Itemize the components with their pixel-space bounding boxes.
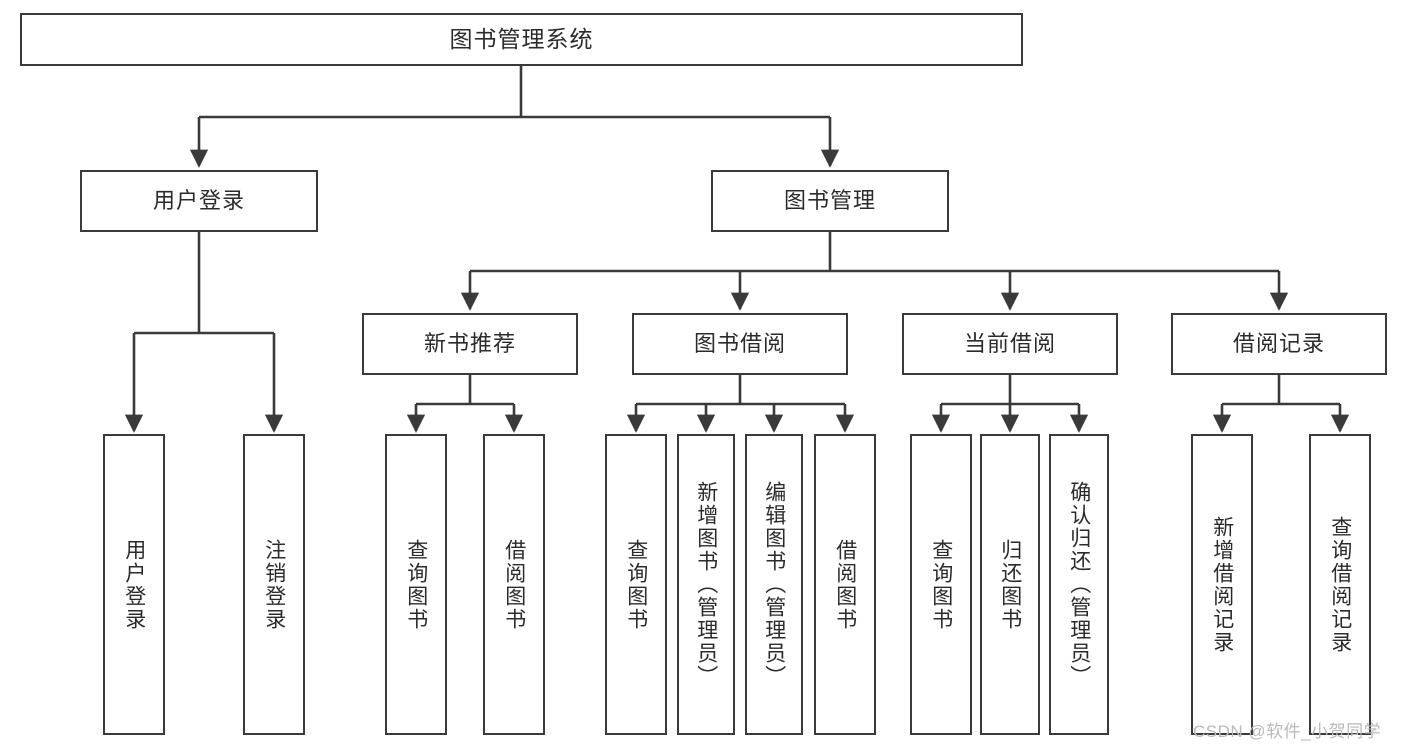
node-book-management[interactable]: 图书管理 xyxy=(711,170,949,232)
node-label: 新增借阅记录 xyxy=(1210,515,1234,654)
node-label: 借阅图书 xyxy=(833,538,857,631)
leaf-borrow-record-query-record[interactable]: 查询借阅记录 xyxy=(1309,434,1371,735)
node-label: 编辑图书（管理员） xyxy=(762,481,786,688)
node-root-book-management-system[interactable]: 图书管理系统 xyxy=(20,13,1023,66)
leaf-book-borrow-edit-book[interactable]: 编辑图书（管理员） xyxy=(745,434,803,735)
leaf-user-login-logout[interactable]: 注销登录 xyxy=(243,434,305,735)
node-borrow-record[interactable]: 借阅记录 xyxy=(1171,313,1387,375)
node-user-login[interactable]: 用户登录 xyxy=(80,170,318,232)
node-label: 用户登录 xyxy=(152,188,245,214)
leaf-book-borrow-query-book[interactable]: 查询图书 xyxy=(605,434,667,735)
node-new-book-recommend[interactable]: 新书推荐 xyxy=(362,313,578,375)
node-label: 查询借阅记录 xyxy=(1328,515,1352,654)
node-label: 查询图书 xyxy=(624,538,648,631)
leaf-new-book-borrow-book[interactable]: 借阅图书 xyxy=(483,434,545,735)
leaf-current-borrow-confirm-return[interactable]: 确认归还（管理员） xyxy=(1049,434,1109,735)
node-label: 查询图书 xyxy=(929,538,953,631)
leaf-current-borrow-return-book[interactable]: 归还图书 xyxy=(980,434,1040,735)
node-label: 图书借阅 xyxy=(693,331,786,357)
node-label: 当前借阅 xyxy=(963,331,1056,357)
csdn-watermark: CSDN @软件_小贺同学 xyxy=(1193,722,1382,741)
node-book-borrow[interactable]: 图书借阅 xyxy=(632,313,848,375)
node-label: 新增图书（管理员） xyxy=(694,481,718,688)
node-label: 归还图书 xyxy=(998,538,1022,631)
node-label: 用户登录 xyxy=(122,538,146,631)
node-label: 确认归还（管理员） xyxy=(1067,481,1091,688)
leaf-new-book-query-book[interactable]: 查询图书 xyxy=(385,434,447,735)
leaf-user-login-login[interactable]: 用户登录 xyxy=(103,434,165,735)
node-label: 借阅记录 xyxy=(1232,331,1325,357)
node-label: 注销登录 xyxy=(262,538,286,631)
leaf-current-borrow-query-book[interactable]: 查询图书 xyxy=(910,434,972,735)
node-label: 查询图书 xyxy=(404,538,428,631)
node-label: 新书推荐 xyxy=(423,331,516,357)
leaf-book-borrow-borrow-book[interactable]: 借阅图书 xyxy=(814,434,876,735)
node-current-borrow[interactable]: 当前借阅 xyxy=(902,313,1118,375)
node-label: 图书管理系统 xyxy=(449,25,594,52)
node-label: 借阅图书 xyxy=(502,538,526,631)
node-label: 图书管理 xyxy=(783,188,876,214)
leaf-borrow-record-add-record[interactable]: 新增借阅记录 xyxy=(1191,434,1253,735)
leaf-book-borrow-add-book[interactable]: 新增图书（管理员） xyxy=(677,434,735,735)
